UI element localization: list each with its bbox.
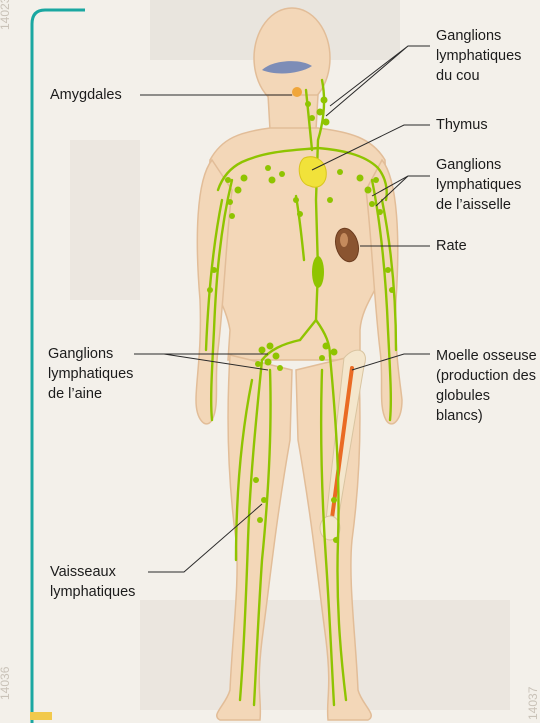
accent-bar-bottom [30, 712, 52, 720]
margin-code-bottom-left: 14036 [0, 667, 12, 700]
label-ganglions-aisselle: Ganglions lymphatiques de l’aisselle [436, 155, 521, 215]
label-vaisseaux: Vaisseaux lymphatiques [50, 562, 135, 602]
margin-code-bottom-right: 14037 [526, 687, 540, 720]
label-rate: Rate [436, 236, 467, 256]
ghost-panel-2 [70, 140, 140, 300]
tonsil [292, 87, 302, 97]
label-ganglions-cou: Ganglions lymphatiques du cou [436, 26, 521, 86]
label-thymus: Thymus [436, 115, 488, 135]
cisterna-chyli [312, 256, 324, 288]
label-amygdales: Amygdales [50, 85, 122, 105]
label-moelle-osseuse: Moelle osseuse (production des globules … [436, 346, 540, 426]
margin-code-top-left: 14023 [0, 0, 12, 30]
label-ganglions-aine: Ganglions lymphatiques de l’aine [48, 344, 133, 404]
